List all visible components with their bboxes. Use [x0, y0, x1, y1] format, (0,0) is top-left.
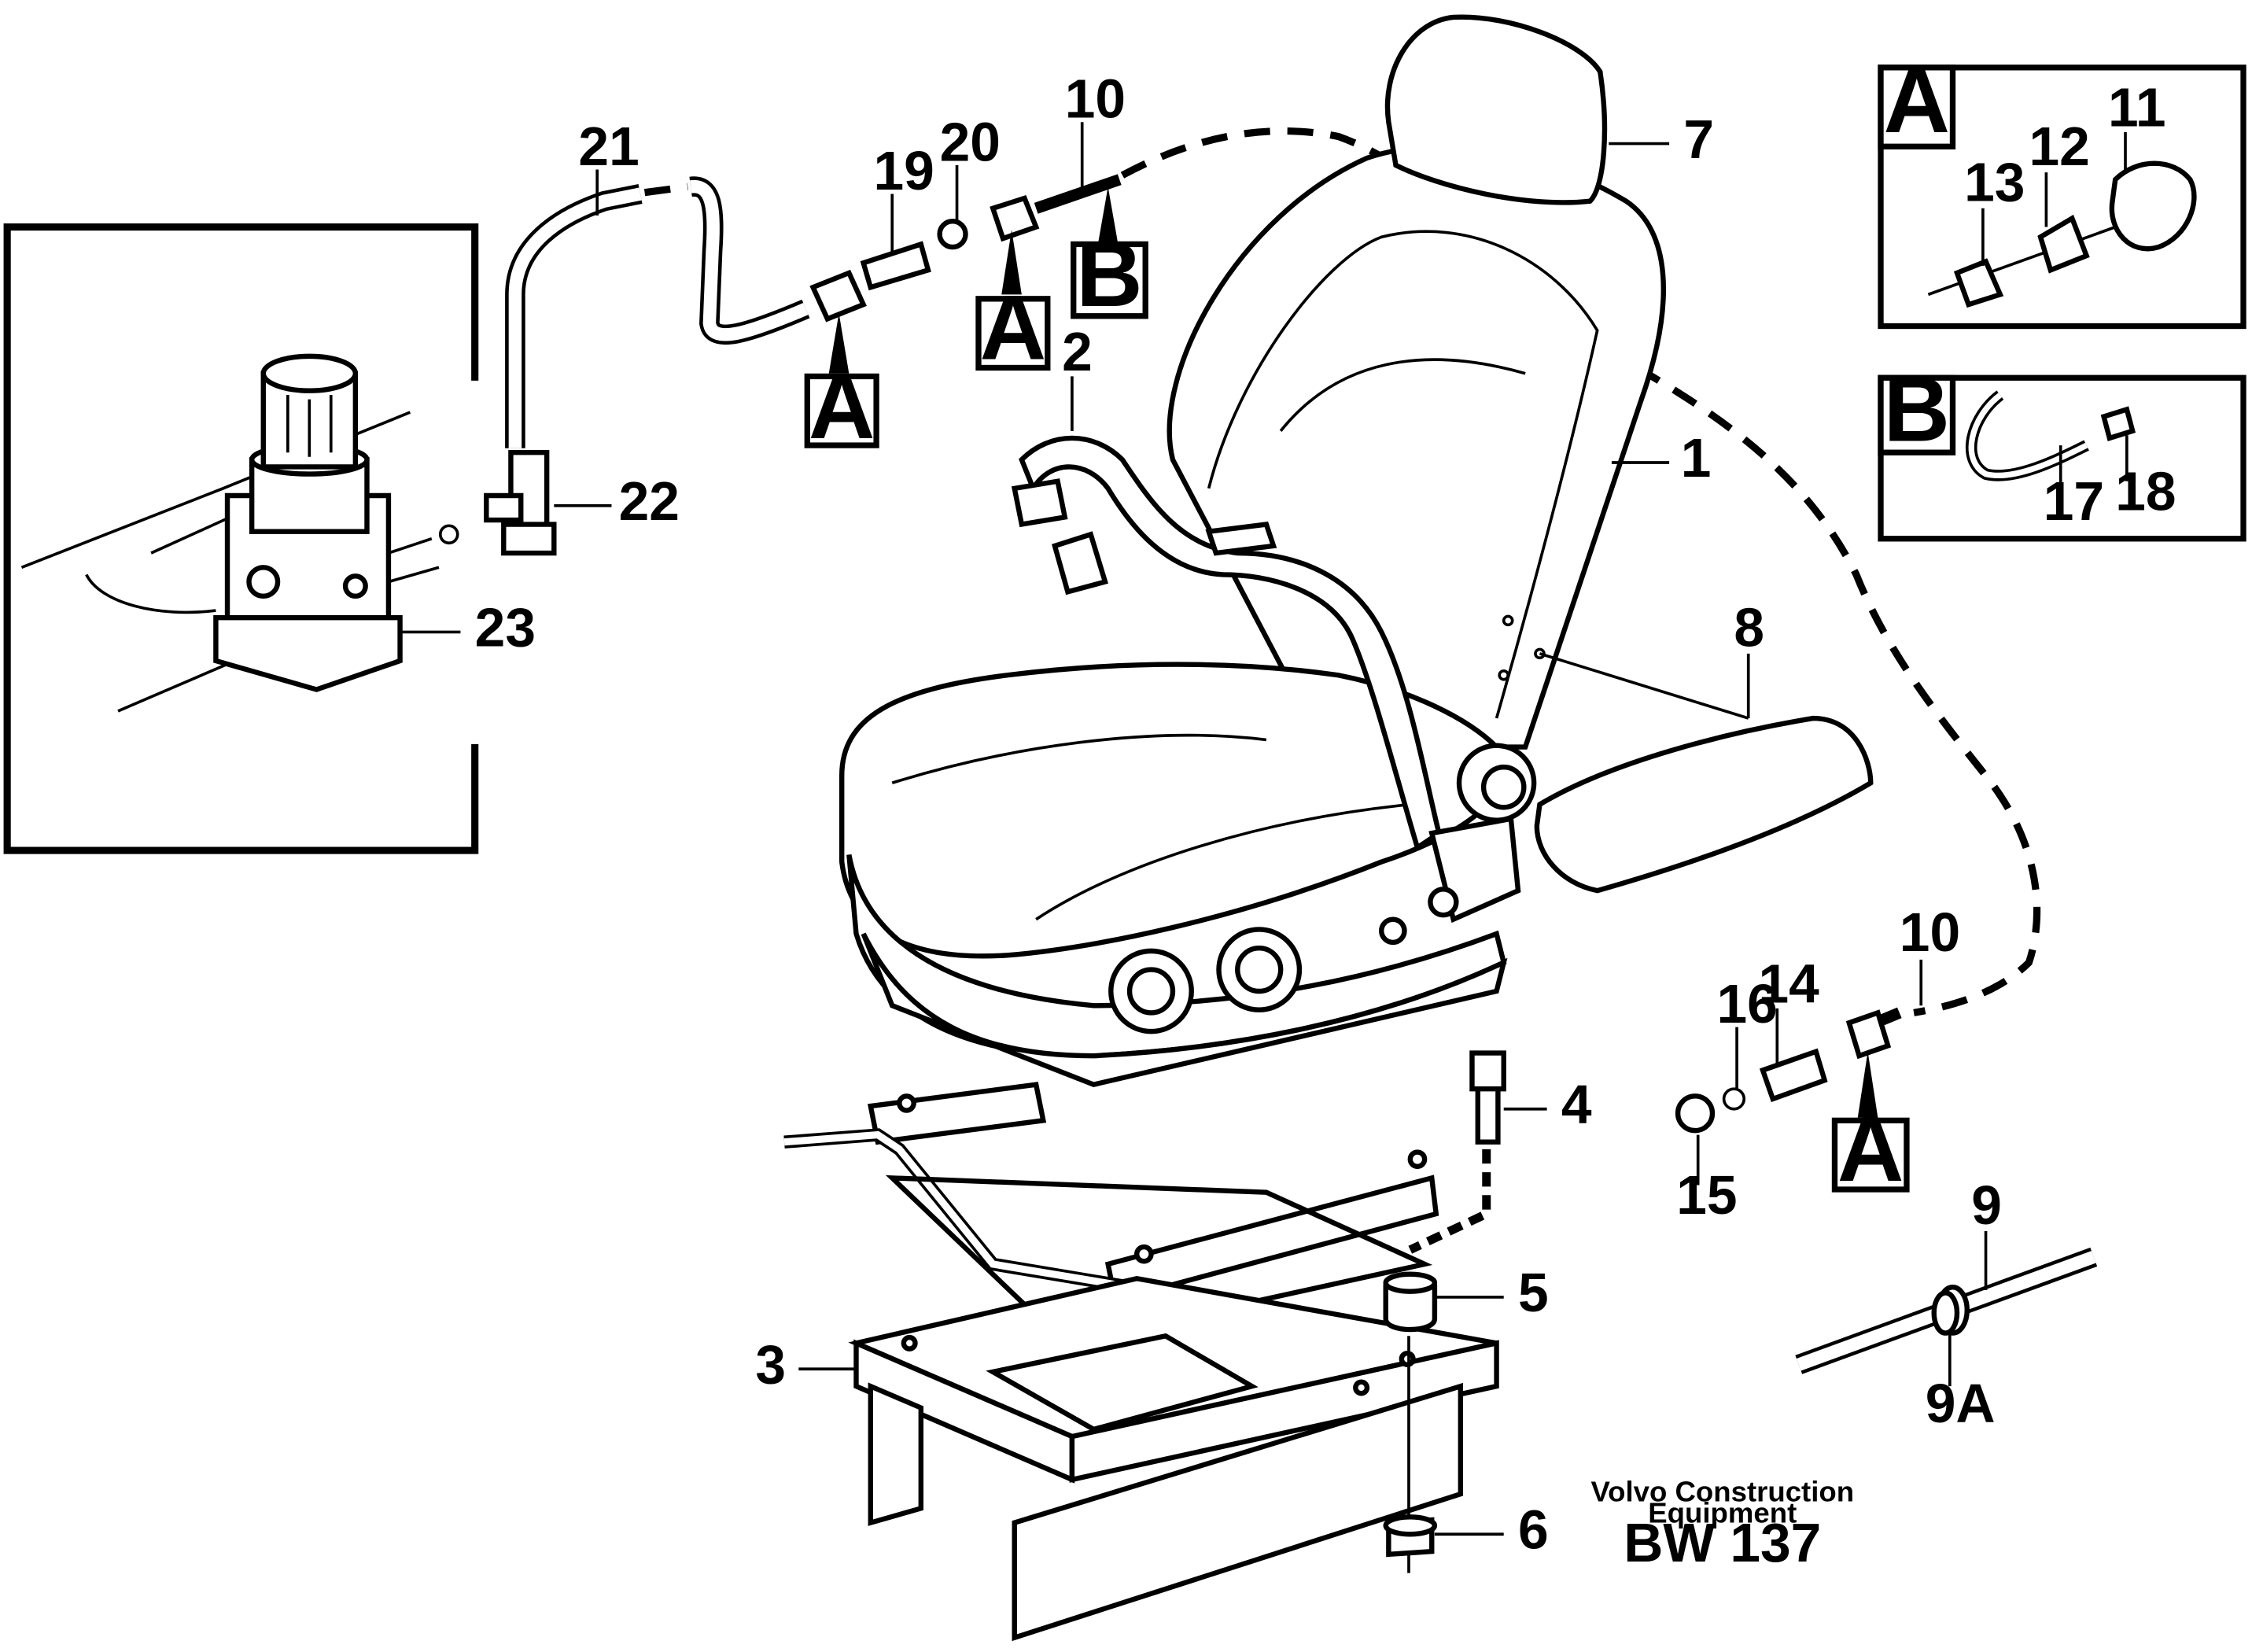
- callout-17: 17: [2044, 470, 2104, 532]
- seat-rails: [783, 1082, 1439, 1346]
- callout-10-lower: 10: [1900, 902, 1960, 963]
- callout-12: 12: [2029, 116, 2089, 177]
- svg-text:B: B: [1076, 223, 1143, 326]
- callout-5: 5: [1518, 1262, 1549, 1323]
- callout-8: 8: [1734, 597, 1764, 658]
- marker-a-3: A: [1831, 1051, 1910, 1200]
- detail-box-a-letter: A: [1883, 49, 1950, 152]
- callout-23: 23: [475, 597, 536, 658]
- callout-labels: 7 1 8 2 3 4 5 6 9 9A 10 10 11 12 13 14 1…: [475, 68, 2176, 1561]
- callout-14: 14: [1759, 953, 1820, 1015]
- bolt-assembly: [1383, 1050, 1506, 1573]
- marker-a-1: A: [804, 313, 879, 458]
- callout-1: 1: [1681, 427, 1712, 489]
- detail-box-b: B: [1878, 358, 2246, 542]
- seat: [839, 14, 1666, 1088]
- callout-22: 22: [619, 470, 680, 532]
- lower-fittings: [1675, 1007, 1902, 1134]
- footer: Volvo Construction Equipment BW 137: [1590, 1475, 1854, 1573]
- armrest: [1534, 715, 1874, 894]
- callout-18: 18: [2115, 460, 2176, 522]
- callout-2: 2: [1062, 321, 1093, 382]
- air-regulator-inset: [3, 223, 479, 854]
- rod-9: [1795, 1247, 2098, 1374]
- svg-text:A: A: [1837, 1097, 1904, 1200]
- callout-10-upper: 10: [1065, 68, 1126, 130]
- callout-19: 19: [873, 140, 934, 201]
- marker-b-1: B: [1071, 186, 1148, 326]
- callout-15: 15: [1676, 1164, 1737, 1226]
- cable-route: [1120, 127, 2041, 1016]
- callout-9a: 9A: [1926, 1373, 1996, 1434]
- footer-code: BW 137: [1624, 1512, 1821, 1573]
- callout-4: 4: [1561, 1074, 1592, 1135]
- leader-lines: [400, 122, 2129, 1536]
- svg-text:A: A: [980, 276, 1047, 379]
- callout-21: 21: [578, 116, 639, 177]
- svg-text:A: A: [809, 355, 875, 458]
- detail-box-a: A: [1878, 49, 2246, 330]
- callout-13: 13: [1964, 152, 2025, 213]
- callout-3: 3: [755, 1334, 786, 1396]
- upper-fittings: [809, 174, 1122, 323]
- callout-7: 7: [1683, 109, 1714, 170]
- marker-a-2: A: [975, 230, 1051, 379]
- callout-11: 11: [2108, 77, 2165, 138]
- footer-company-2: Equipment: [1648, 1497, 1797, 1529]
- footer-company: Volvo Construction: [1590, 1475, 1854, 1507]
- detail-box-b-letter: B: [1883, 358, 1950, 461]
- air-pipe-21: [505, 183, 643, 448]
- callout-20: 20: [940, 112, 1001, 173]
- callout-16: 16: [1716, 973, 1777, 1034]
- callout-6: 6: [1518, 1499, 1549, 1561]
- tee-fitting: [484, 450, 557, 556]
- callout-9: 9: [1971, 1174, 2002, 1236]
- seat-platform: [848, 1275, 1499, 1642]
